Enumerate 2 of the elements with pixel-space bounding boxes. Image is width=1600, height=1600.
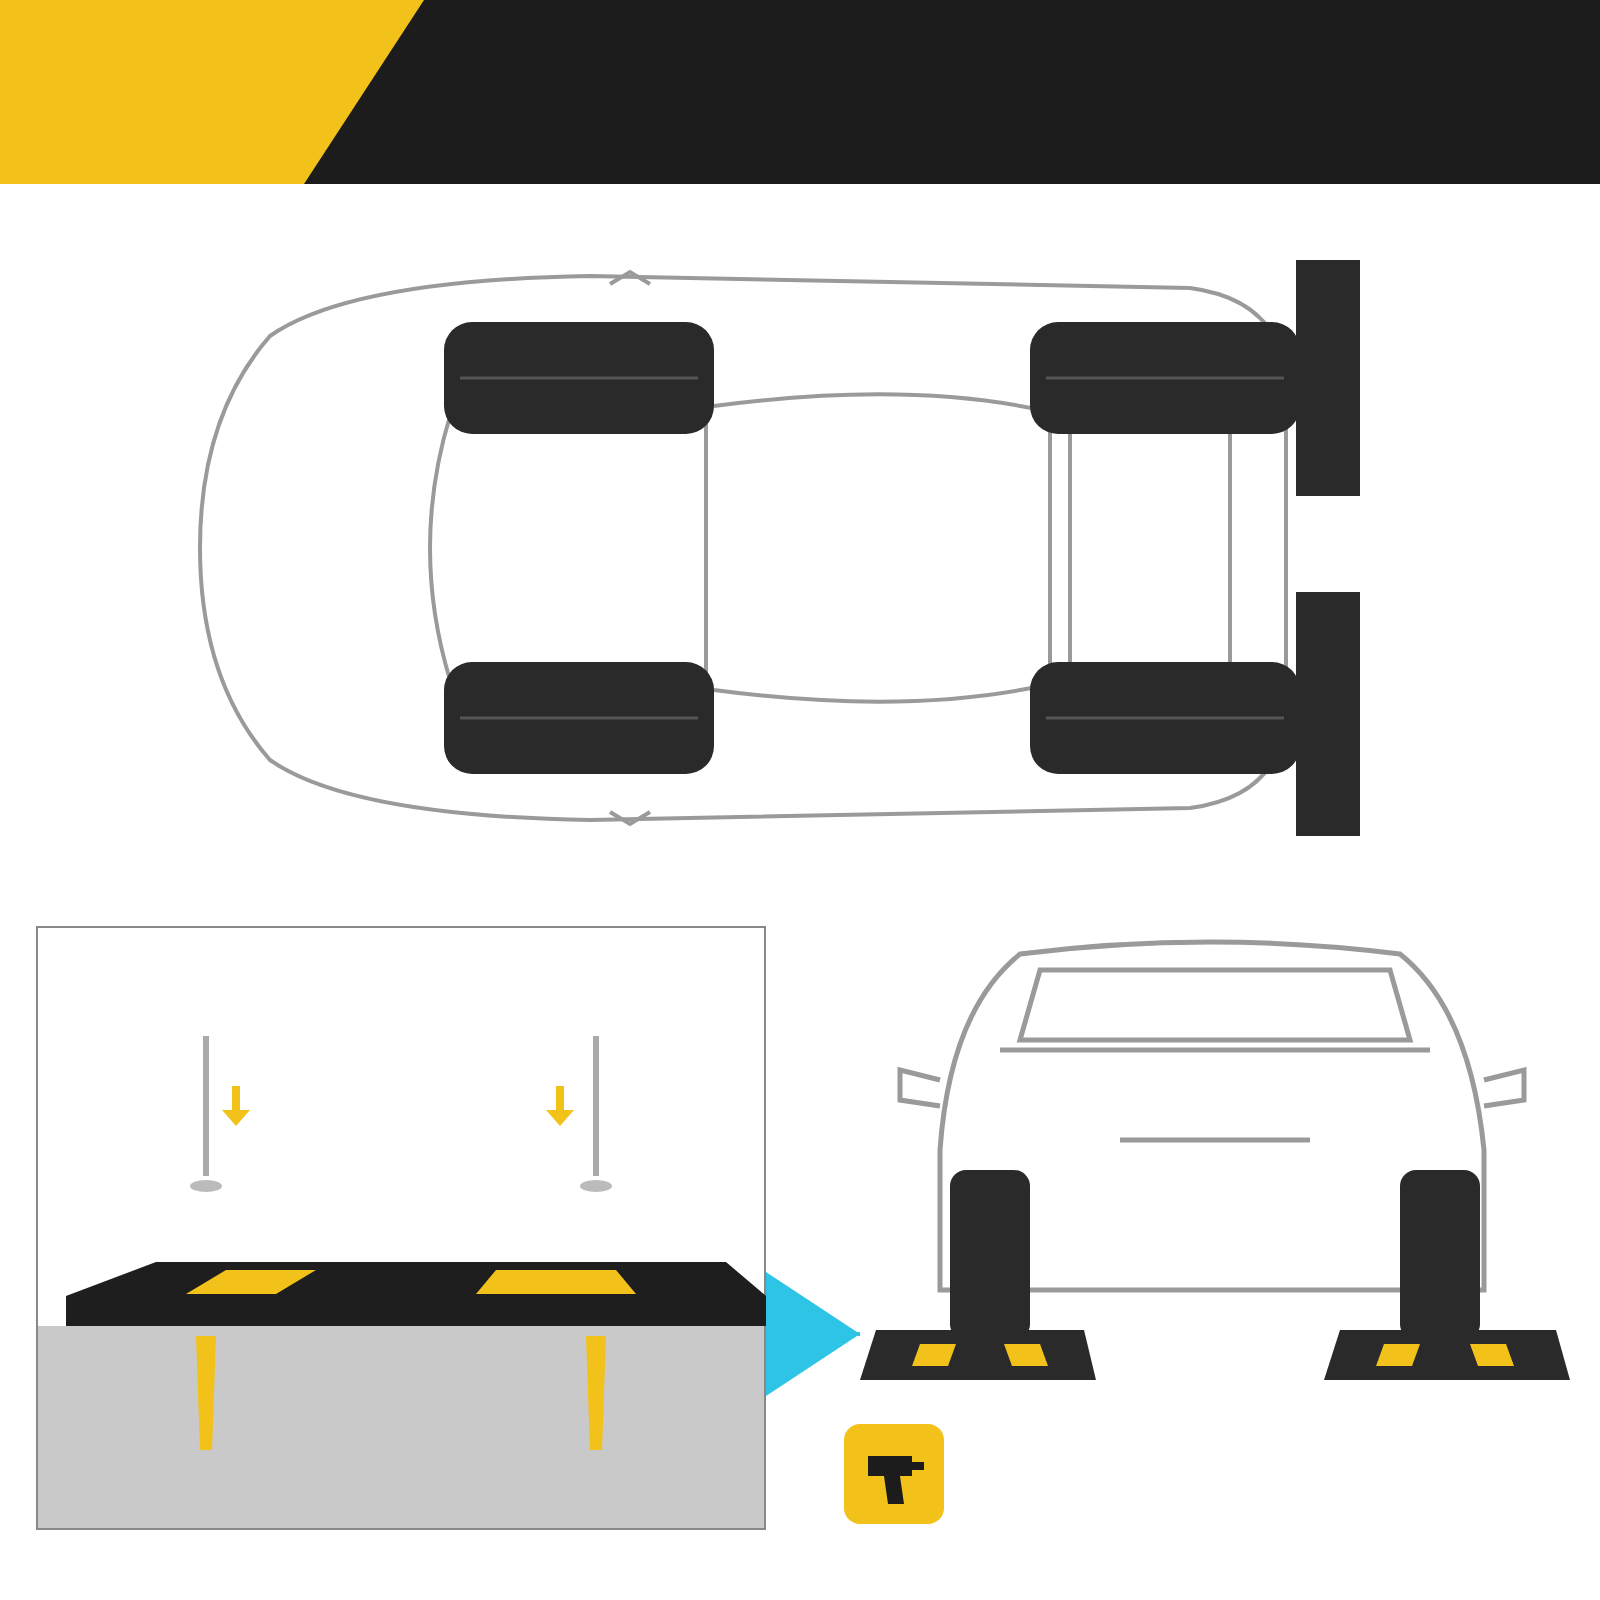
installation-drawing (36, 926, 766, 1530)
arrow (766, 1272, 860, 1396)
